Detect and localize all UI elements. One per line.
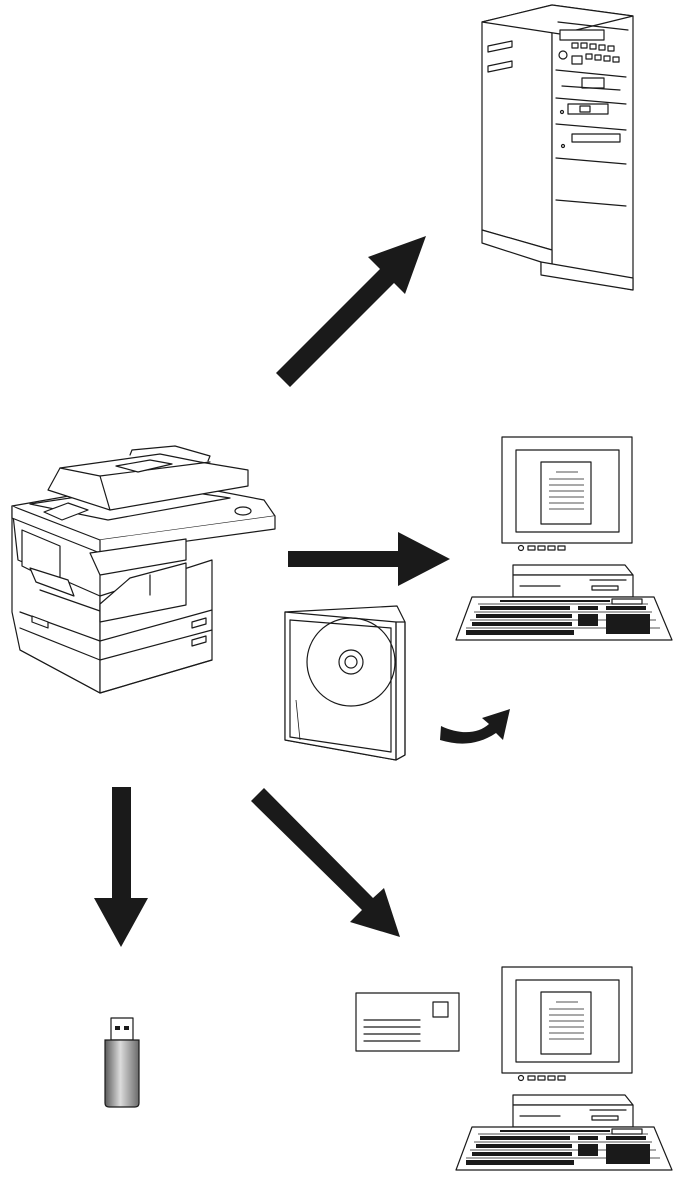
multifunction-copier-icon bbox=[11, 445, 276, 694]
envelope-icon bbox=[355, 992, 460, 1052]
arrow-down-right-icon bbox=[251, 788, 400, 937]
arrow-down-icon bbox=[94, 787, 148, 947]
curved-arrow-icon bbox=[440, 709, 510, 744]
cd-rom-case-icon bbox=[284, 605, 406, 761]
arrow-right-icon bbox=[288, 532, 450, 586]
arrow-up-right-icon bbox=[276, 236, 426, 387]
desktop-computer-icon bbox=[455, 966, 673, 1171]
usb-flash-drive-icon bbox=[104, 1017, 140, 1108]
desktop-computer-icon bbox=[455, 436, 673, 641]
tower-server-icon bbox=[481, 4, 634, 291]
